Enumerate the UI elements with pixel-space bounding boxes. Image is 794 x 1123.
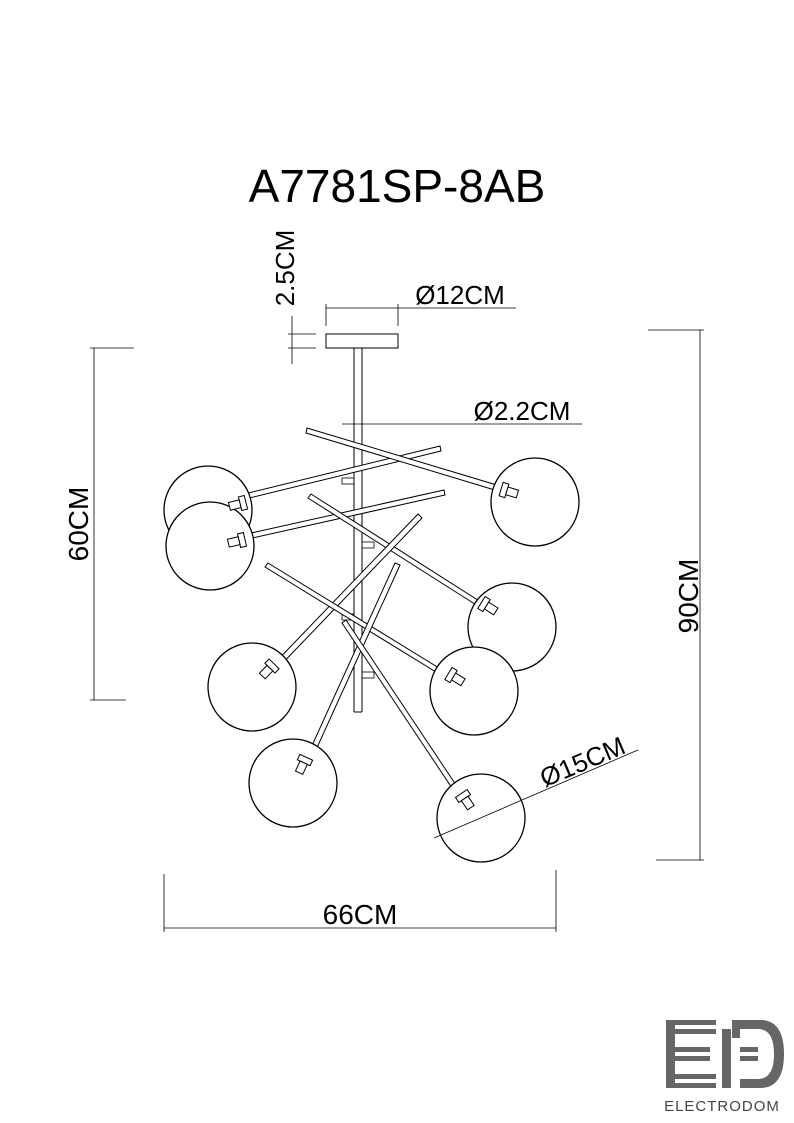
body-height-label: 60CM <box>63 487 94 562</box>
total-height-label: 90CM <box>673 559 704 634</box>
width-label: 66CM <box>323 899 398 930</box>
globe-shade <box>490 457 580 547</box>
brand-logo: ELECTRODOM <box>664 1020 784 1115</box>
dimension-width: 66CM <box>163 870 557 932</box>
sockets <box>226 481 520 811</box>
globe-shade <box>248 738 338 828</box>
globe-shade <box>165 501 255 591</box>
dimension-canopy-height: 2.5CM <box>270 230 316 364</box>
arms <box>219 427 501 804</box>
globe-shade <box>429 646 519 736</box>
globe-shade <box>207 642 297 732</box>
canopy-diameter-label: Ø12CM <box>415 280 505 310</box>
model-title: A7781SP-8AB <box>249 160 546 212</box>
dimension-rod-diameter: Ø2.2CM <box>342 396 582 426</box>
brand-name: ELECTRODOM <box>664 1098 780 1115</box>
dimension-body-height: 60CM <box>63 347 134 701</box>
dimension-total-height: 90CM <box>648 329 704 861</box>
canopy <box>325 333 399 349</box>
canopy-height-label: 2.5CM <box>270 230 300 307</box>
rod-diameter-label: Ø2.2CM <box>474 396 571 426</box>
shade-diameter-label: Ø15CM <box>535 730 629 793</box>
dimension-canopy-diameter: Ø12CM <box>325 280 516 326</box>
